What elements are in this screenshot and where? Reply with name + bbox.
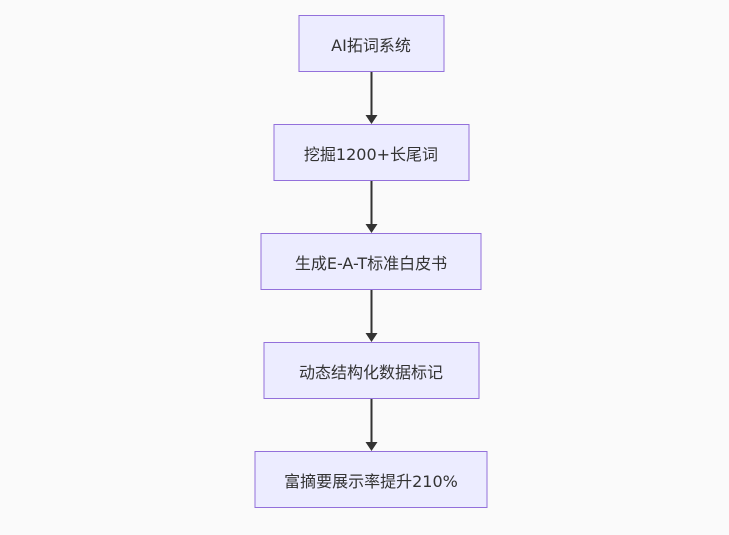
flow-node-4: 动态结构化数据标记 (263, 342, 479, 399)
flow-node-1: AI拓词系统 (298, 15, 444, 72)
flow-node-3: 生成E-A-T标准白皮书 (260, 233, 482, 290)
flowchart: AI拓词系统 挖掘1200+长尾词 生成E-A-T标准白皮书 动态结构化数据标记 (254, 15, 488, 508)
arrowhead-down-icon (365, 115, 377, 124)
flow-node-4-label: 动态结构化数据标记 (298, 362, 443, 382)
flow-node-2-label: 挖掘1200+长尾词 (303, 144, 439, 164)
flow-node-2: 挖掘1200+长尾词 (273, 124, 469, 181)
flow-node-5: 富摘要展示率提升210% (254, 451, 488, 508)
arrow-line (370, 181, 372, 225)
flow-edge-1-2 (364, 72, 378, 124)
arrowhead-down-icon (365, 333, 377, 342)
flow-edge-2-3 (364, 181, 378, 233)
arrow-line (370, 399, 372, 443)
flow-edge-3-4 (364, 290, 378, 342)
flow-node-3-label: 生成E-A-T标准白皮书 (294, 253, 448, 273)
flow-node-5-label: 富摘要展示率提升210% (284, 471, 458, 491)
flow-edge-4-5 (364, 399, 378, 451)
arrow-line (370, 72, 372, 116)
arrowhead-down-icon (365, 224, 377, 233)
arrowhead-down-icon (365, 442, 377, 451)
arrow-line (370, 290, 372, 334)
flow-node-1-label: AI拓词系统 (331, 35, 411, 55)
